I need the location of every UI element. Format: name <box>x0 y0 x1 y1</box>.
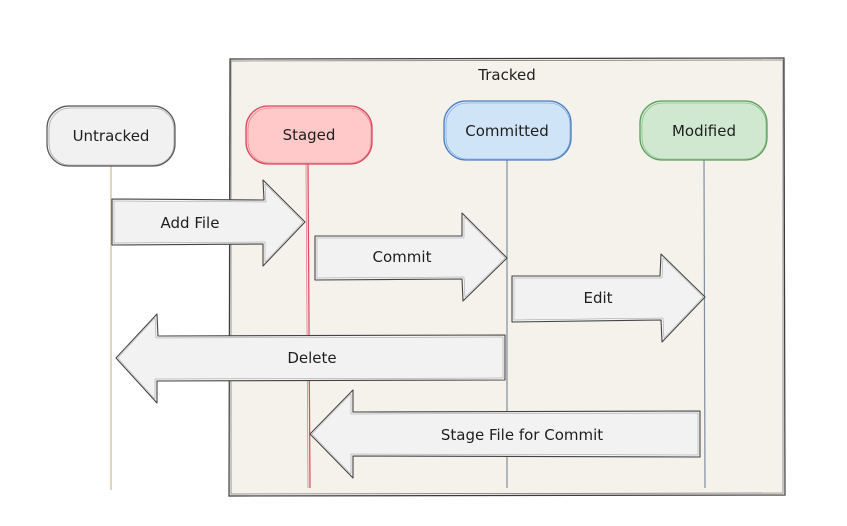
state-modified-label: Modified <box>672 122 736 140</box>
state-staged: Staged <box>245 105 373 165</box>
transition-commit-label: Commit <box>373 248 432 266</box>
transition-edit-label: Edit <box>583 289 612 307</box>
transition-stage-for-commit: Stage File for Commit <box>309 389 701 479</box>
tracked-group-label: Tracked <box>477 66 535 84</box>
state-committed-label: Committed <box>465 122 549 140</box>
transition-add-file-label: Add File <box>161 214 220 232</box>
transition-add-file: Add File <box>111 179 306 267</box>
state-committed: Committed <box>443 100 572 161</box>
transition-commit: Commit <box>314 212 508 302</box>
state-modified: Modified <box>639 100 768 161</box>
modified-lifeline <box>703 159 706 489</box>
transition-stage-for-commit-label: Stage File for Commit <box>441 426 603 444</box>
state-untracked: Untracked <box>46 105 176 167</box>
state-staged-label: Staged <box>283 126 336 144</box>
transition-delete: Delete <box>115 313 506 404</box>
transition-delete-label: Delete <box>287 349 336 367</box>
state-untracked-label: Untracked <box>73 127 150 145</box>
transition-edit: Edit <box>511 253 706 343</box>
